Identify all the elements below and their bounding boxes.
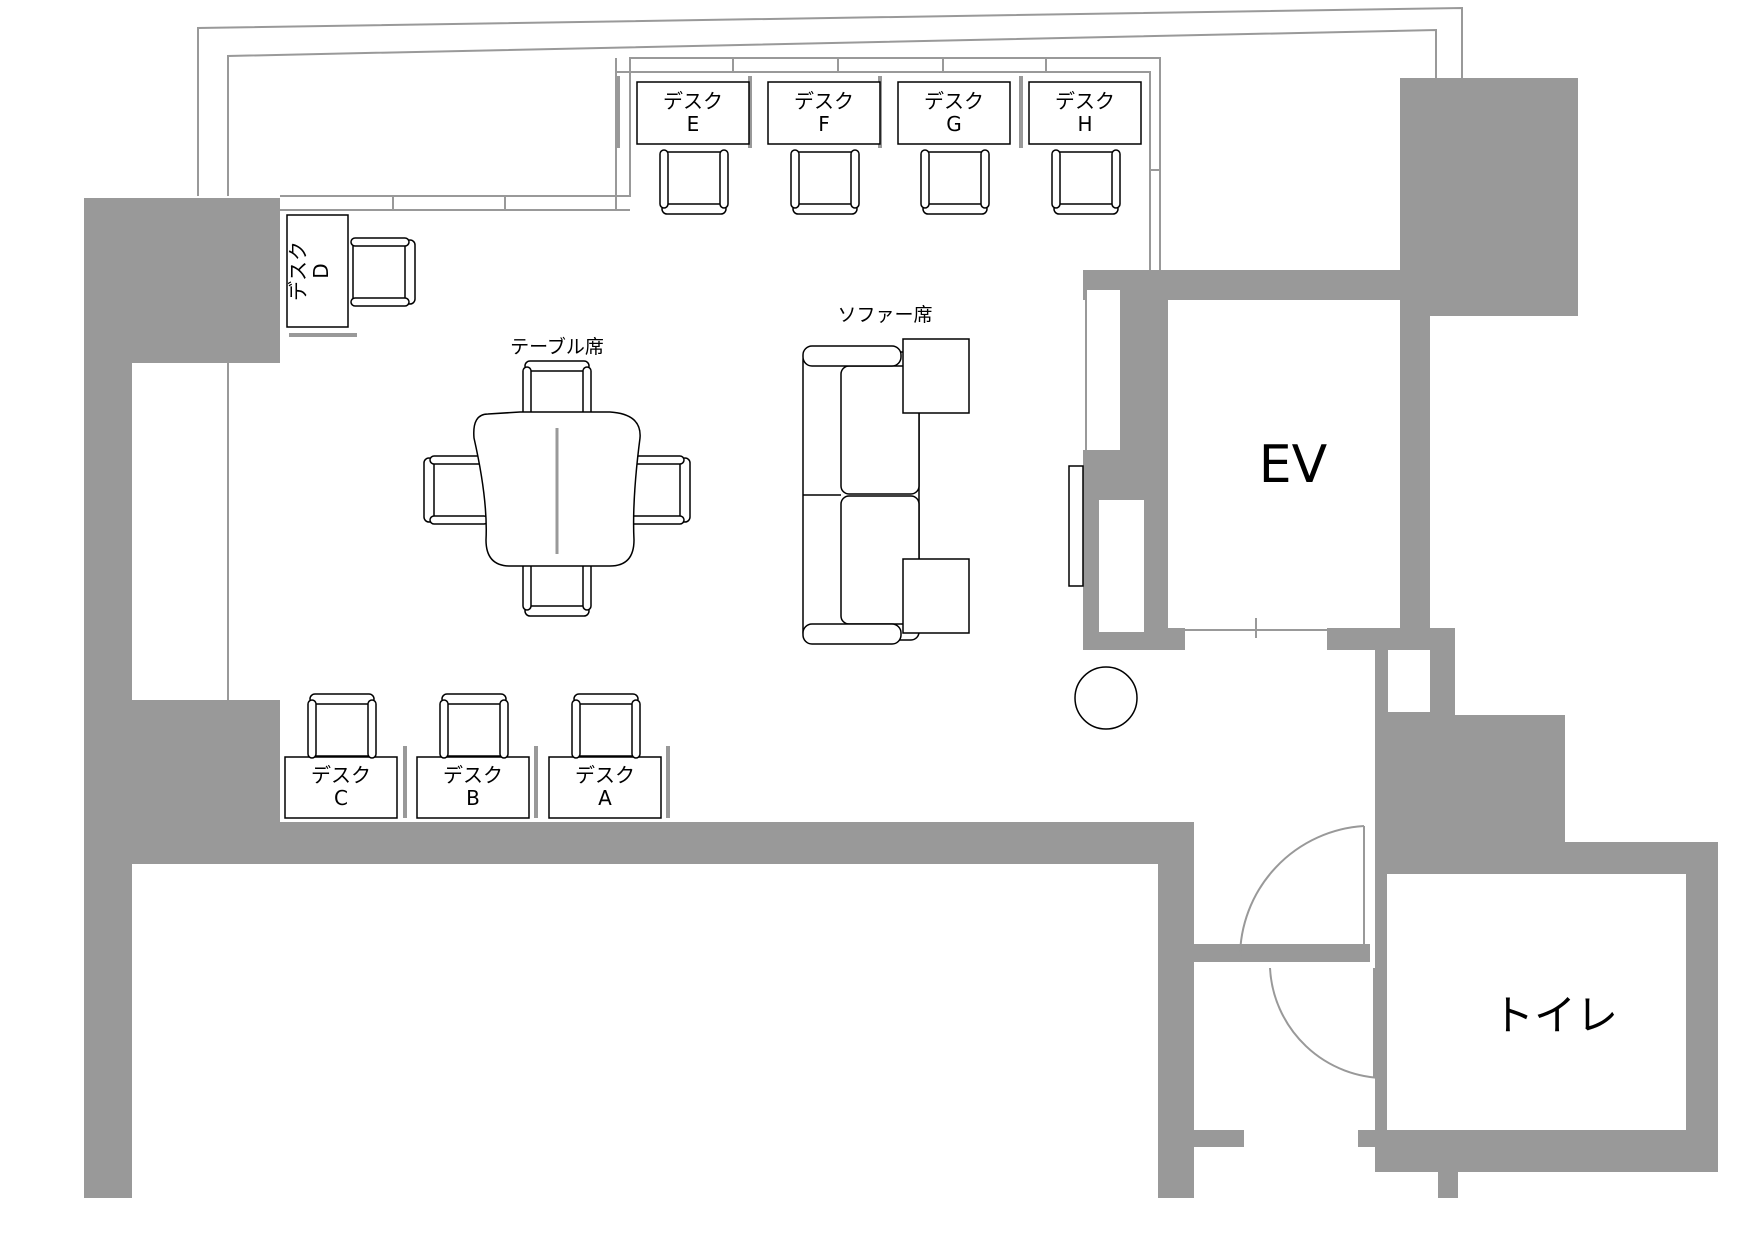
desk-a-label: デスク bbox=[575, 763, 635, 787]
wall-lower-right-stub bbox=[1158, 822, 1194, 1198]
door-lower bbox=[1269, 967, 1387, 1080]
chair-desk-e[interactable] bbox=[659, 149, 729, 215]
desk-g[interactable]: デスク G bbox=[897, 81, 1011, 145]
desk-h-label: デスク bbox=[1055, 89, 1115, 113]
chair-desk-h[interactable] bbox=[1051, 149, 1121, 215]
wall-toilet-bottom bbox=[1375, 1130, 1718, 1172]
desk-g-letter: G bbox=[946, 112, 962, 136]
chair-table-bottom[interactable] bbox=[522, 551, 592, 617]
wall-toilet-left bbox=[1375, 842, 1387, 1132]
desk-h[interactable]: デスク H bbox=[1028, 81, 1142, 145]
desk-b-letter: B bbox=[466, 786, 480, 810]
side-tables bbox=[902, 338, 970, 634]
wall-ev-bottom-right bbox=[1327, 628, 1455, 650]
table-area-label: テーブル席 bbox=[510, 335, 604, 358]
desk-d[interactable]: デスク D bbox=[286, 214, 349, 328]
round-stool bbox=[1074, 666, 1138, 730]
chair-table-left[interactable] bbox=[423, 455, 489, 525]
doors bbox=[1238, 825, 1387, 1080]
chair-table-top[interactable] bbox=[522, 360, 592, 426]
wall-corridor-upper bbox=[1194, 944, 1370, 962]
sofa[interactable] bbox=[802, 345, 920, 645]
wall-toilet-top bbox=[1375, 842, 1718, 874]
sofa-area-label: ソファー席 bbox=[837, 304, 932, 326]
desk-a-letter: A bbox=[598, 786, 612, 810]
cutout-shaft bbox=[1388, 650, 1430, 712]
side-table-upper bbox=[902, 338, 970, 414]
desk-f-label: デスク bbox=[794, 89, 854, 113]
cutout-ev-room bbox=[1168, 300, 1400, 628]
chair-desk-f[interactable] bbox=[790, 149, 860, 215]
wall-cutouts bbox=[1086, 290, 1686, 1130]
chair-desk-a[interactable] bbox=[571, 693, 641, 759]
wall-toilet-right bbox=[1686, 842, 1718, 1172]
meeting-table[interactable] bbox=[473, 411, 641, 567]
desk-g-label: デスク bbox=[924, 89, 984, 113]
side-table-lower bbox=[902, 558, 970, 634]
ev-door bbox=[1185, 618, 1327, 638]
chairs bbox=[307, 149, 1121, 759]
cutout-pillar-lower bbox=[1099, 500, 1144, 632]
wall-corridor-lower-right bbox=[1358, 1130, 1388, 1147]
toilet-label: トイレ bbox=[1492, 991, 1618, 1040]
cutout-toilet-room bbox=[1387, 874, 1686, 1130]
desk-e-letter: E bbox=[687, 112, 700, 136]
desk-b[interactable]: デスク B bbox=[416, 756, 530, 819]
desk-f[interactable]: デスク F bbox=[767, 81, 881, 145]
desk-b-label: デスク bbox=[443, 763, 503, 787]
desk-c-label: デスク bbox=[311, 763, 371, 787]
cutout-pillar-upper bbox=[1086, 290, 1120, 450]
door-upper bbox=[1238, 825, 1365, 959]
desk-d-label: デスク bbox=[286, 241, 310, 301]
shelf bbox=[1068, 465, 1084, 587]
chair-desk-b[interactable] bbox=[439, 693, 509, 759]
wall-bottom bbox=[84, 822, 1194, 864]
desk-a[interactable]: デスク A bbox=[548, 756, 662, 819]
wall-toilet-bottom-stub bbox=[1438, 1130, 1458, 1198]
window-lines bbox=[197, 6, 1463, 818]
desk-e-label: デスク bbox=[663, 89, 723, 113]
wall-ev-right bbox=[1400, 270, 1430, 650]
elevator-label: EV bbox=[1259, 435, 1328, 495]
chair-desk-g[interactable] bbox=[920, 149, 990, 215]
desk-e[interactable]: デスク E bbox=[636, 81, 750, 145]
desk-f-letter: F bbox=[818, 112, 830, 136]
desk-h-letter: H bbox=[1077, 112, 1092, 136]
chair-desk-d[interactable] bbox=[350, 237, 416, 307]
desk-d-letter: D bbox=[309, 263, 333, 278]
wall-corridor-lower-left bbox=[1194, 1130, 1244, 1147]
chair-table-right[interactable] bbox=[625, 455, 691, 525]
desk-c[interactable]: デスク C bbox=[284, 756, 398, 819]
desk-c-letter: C bbox=[334, 786, 348, 810]
wall-left-spine bbox=[84, 198, 132, 1198]
chair-desk-c[interactable] bbox=[307, 693, 377, 759]
